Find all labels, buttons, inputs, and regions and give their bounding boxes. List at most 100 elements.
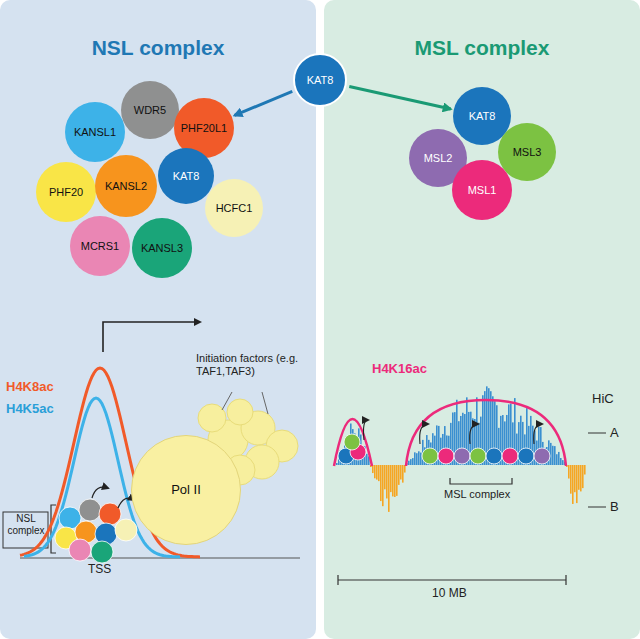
hic-bar bbox=[378, 465, 380, 481]
hic-bar bbox=[376, 465, 378, 480]
protein-name: KAT8 bbox=[173, 170, 200, 182]
protein-name: Pol II bbox=[171, 483, 201, 497]
panel-title: NSL complex bbox=[0, 36, 316, 60]
acetylation-arrow bbox=[364, 420, 369, 440]
protein-dot bbox=[91, 541, 113, 563]
protein-name: KAT8 bbox=[469, 110, 496, 122]
hic-bar bbox=[380, 465, 382, 501]
protein-name: MSL1 bbox=[468, 184, 497, 196]
protein-name: KANSL1 bbox=[74, 126, 116, 138]
hic-bar bbox=[382, 465, 384, 506]
hic-bar bbox=[402, 465, 404, 483]
protein-circle: KAT8 bbox=[158, 148, 214, 204]
acetylation-arrow bbox=[534, 424, 542, 444]
scale-bar bbox=[565, 575, 566, 585]
hic-bar bbox=[372, 465, 374, 473]
protein-dot bbox=[454, 448, 470, 464]
protein-circle: KANSL3 bbox=[132, 218, 192, 278]
acetylation-arrow bbox=[118, 498, 134, 508]
protein-dot bbox=[422, 448, 438, 464]
hic-bar bbox=[408, 461, 410, 465]
protein-name: KAT8 bbox=[307, 74, 334, 86]
hic-bar bbox=[410, 459, 412, 465]
protein-circle: KANSL1 bbox=[65, 102, 125, 162]
tss-arrow bbox=[103, 322, 200, 352]
hic-bar bbox=[384, 465, 386, 489]
tick bbox=[588, 507, 606, 508]
label: H4K5ac bbox=[6, 402, 54, 417]
hic-bar bbox=[552, 446, 554, 465]
connector-arrow bbox=[234, 91, 292, 115]
label: A bbox=[610, 426, 619, 441]
hic-bar bbox=[562, 460, 564, 465]
hic-bar bbox=[560, 458, 562, 465]
protein-circle: HCFC1 bbox=[205, 179, 263, 237]
acetylation-arrow bbox=[420, 424, 428, 444]
hic-bar bbox=[416, 453, 418, 465]
scale-bar bbox=[338, 579, 566, 580]
protein-name: HCFC1 bbox=[216, 202, 253, 214]
label: TSS bbox=[88, 563, 111, 577]
hic-bar bbox=[390, 465, 392, 492]
protein-dot bbox=[502, 448, 518, 464]
hic-bar bbox=[392, 465, 394, 496]
hic-bar bbox=[336, 463, 338, 465]
label: 10 MB bbox=[432, 587, 467, 601]
protein-circle: MCRS1 bbox=[70, 216, 130, 276]
protein-name: PHF20L1 bbox=[181, 122, 227, 134]
protein-circle: KANSL2 bbox=[95, 155, 157, 217]
hic-bar bbox=[414, 452, 416, 465]
hic-bar bbox=[400, 465, 402, 480]
hic-bar bbox=[574, 465, 576, 492]
protein-dot bbox=[486, 448, 502, 464]
connector-arrow bbox=[349, 87, 450, 110]
initiation-factors bbox=[198, 399, 298, 485]
protein-circle: KAT8 bbox=[293, 53, 347, 107]
protein-dot bbox=[344, 434, 360, 450]
hic-bar bbox=[554, 446, 556, 465]
protein-dot bbox=[79, 499, 101, 521]
hic-bar bbox=[550, 443, 552, 465]
protein-name: MSL3 bbox=[513, 146, 542, 158]
label: Initiation factors (e.g. TAF1,TAF3) bbox=[196, 352, 308, 377]
scale-bar bbox=[337, 575, 338, 585]
hic-bar bbox=[412, 458, 414, 465]
hic-bar bbox=[582, 465, 584, 488]
protein-name: KANSL2 bbox=[105, 180, 147, 192]
tick bbox=[588, 433, 606, 434]
h4k8ac-peak bbox=[20, 368, 200, 557]
hic-bar bbox=[398, 465, 400, 485]
hic-bar bbox=[374, 465, 376, 478]
hic-bar bbox=[404, 465, 406, 473]
protein-dot bbox=[115, 519, 137, 541]
hic-bar bbox=[388, 465, 390, 512]
hic-bar bbox=[394, 465, 396, 497]
hic-bar bbox=[418, 451, 420, 465]
label: NSL complex bbox=[4, 513, 48, 536]
hic-bar bbox=[420, 453, 422, 465]
protein-name: WDR5 bbox=[134, 104, 166, 116]
baseline bbox=[20, 557, 300, 558]
protein-name: MCRS1 bbox=[81, 240, 120, 252]
protein-dot bbox=[69, 539, 91, 561]
label: MSL complex bbox=[444, 488, 510, 501]
hic-bar bbox=[580, 465, 582, 491]
leader-line bbox=[262, 392, 268, 414]
protein-circle: WDR5 bbox=[121, 81, 179, 139]
protein-name: PHF20 bbox=[49, 186, 83, 198]
h4k16ac-curve bbox=[334, 419, 372, 466]
protein-dot bbox=[518, 448, 534, 464]
hic-bar bbox=[576, 465, 578, 503]
protein-dot bbox=[99, 503, 121, 525]
hic-bar bbox=[386, 465, 388, 498]
hic-bar bbox=[556, 454, 558, 465]
hic-bar bbox=[572, 465, 574, 504]
label: B bbox=[610, 500, 619, 515]
acetylation-arrow bbox=[470, 424, 478, 444]
label: HiC bbox=[592, 392, 614, 407]
leader-line bbox=[222, 392, 232, 410]
hic-bar bbox=[396, 465, 398, 496]
complex-panel: MSL complexKAT8MSL2MSL3MSL1 bbox=[324, 0, 640, 639]
hic-bar bbox=[568, 465, 570, 479]
protein-dot bbox=[438, 448, 454, 464]
